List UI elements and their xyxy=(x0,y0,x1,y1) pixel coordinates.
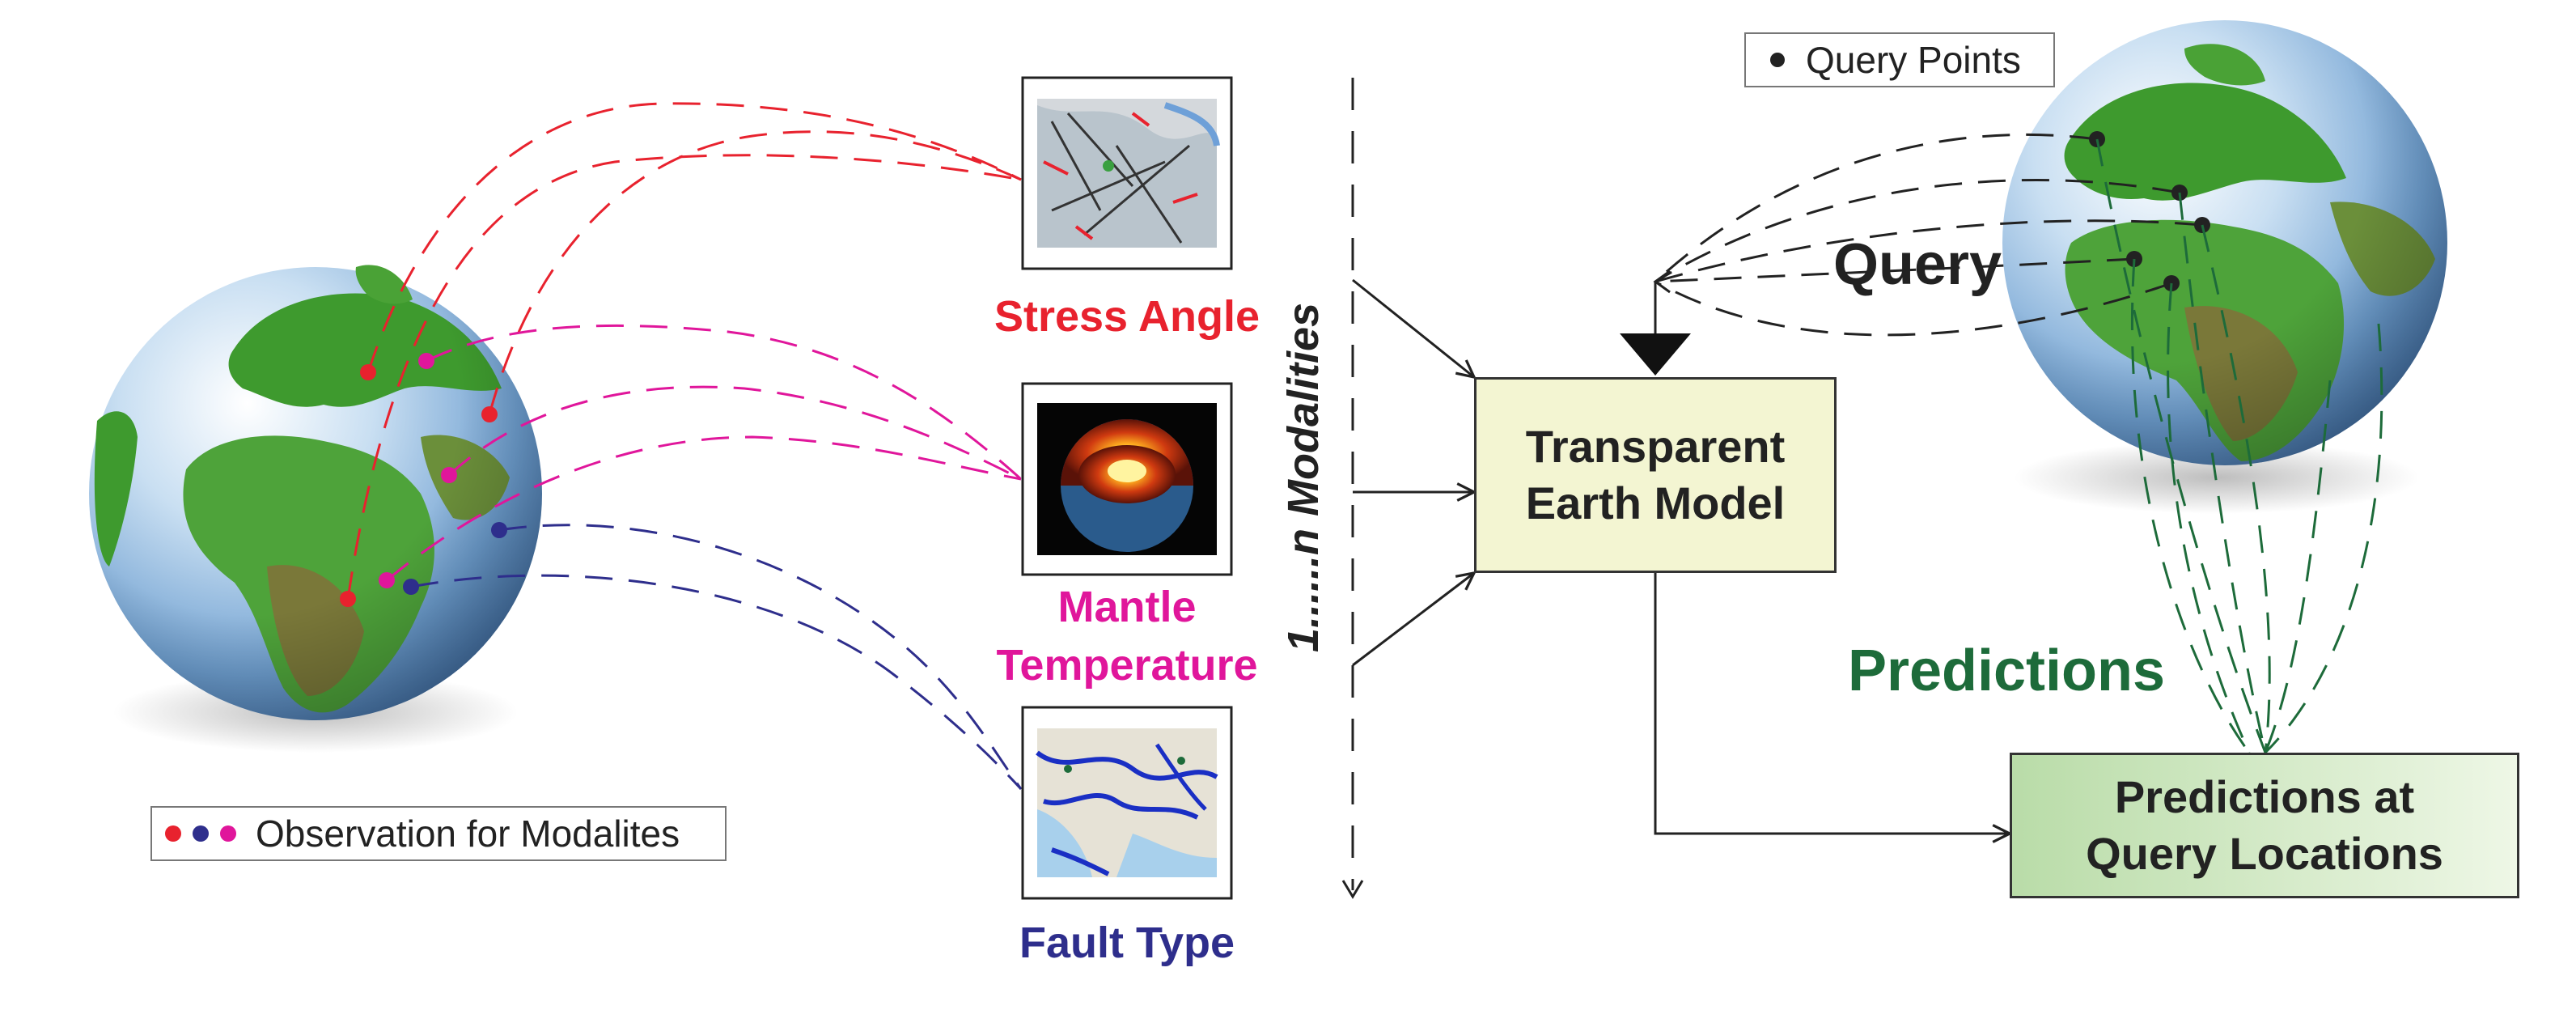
mantle-label-line2: Temperature xyxy=(996,641,1258,690)
observation-legend-label: Observation for Modalites xyxy=(256,813,680,855)
mantle-temperature-thumbnail xyxy=(1021,382,1233,576)
fault-type-label: Fault Type xyxy=(1019,919,1235,967)
prediction-links xyxy=(2095,138,2383,754)
predictions-box-line2: Query Locations xyxy=(2086,828,2443,879)
model-box-line1: Transparent xyxy=(1525,421,1786,472)
model-box-line2: Earth Model xyxy=(1525,477,1786,528)
modalities-axis xyxy=(1341,78,1364,899)
query-legend-dot xyxy=(1770,53,1785,67)
query-arrow xyxy=(1620,269,1691,376)
right-globe xyxy=(2002,20,2447,514)
fault-observation-links xyxy=(410,524,1023,791)
transparent-earth-model-box: Transparent Earth Model xyxy=(1474,377,1837,573)
observation-dot-magenta xyxy=(220,825,236,842)
left-globe xyxy=(89,265,542,753)
query-links xyxy=(1654,133,2203,337)
modalities-axis-label: 1......n Modalities xyxy=(1279,302,1328,653)
mantle-observation-links xyxy=(386,324,1022,582)
predictions-box-line1: Predictions at xyxy=(2114,771,2415,822)
modality-input-arrows xyxy=(1352,278,1474,667)
model-to-predictions-arrow xyxy=(1654,573,2010,834)
observation-legend: Observation for Modalites xyxy=(150,806,727,861)
query-label: Query xyxy=(1832,232,2002,297)
observation-dot-blue xyxy=(193,825,209,842)
query-points-legend: Query Points xyxy=(1744,32,2055,87)
fault-type-thumbnail xyxy=(1021,706,1233,900)
stress-observation-links xyxy=(346,102,1022,600)
query-legend-label: Query Points xyxy=(1806,39,2021,81)
predictions-at-query-locations-box: Predictions at Query Locations xyxy=(2010,753,2519,898)
observation-points xyxy=(340,353,507,607)
mantle-temperature-label: Mantle Temperature xyxy=(963,578,1291,694)
mantle-label-line1: Mantle xyxy=(1057,583,1197,631)
observation-dot-red xyxy=(165,825,181,842)
stress-angle-thumbnail xyxy=(1021,76,1233,270)
predictions-label: Predictions xyxy=(1847,639,2166,703)
stress-angle-label: Stress Angle xyxy=(994,292,1260,341)
